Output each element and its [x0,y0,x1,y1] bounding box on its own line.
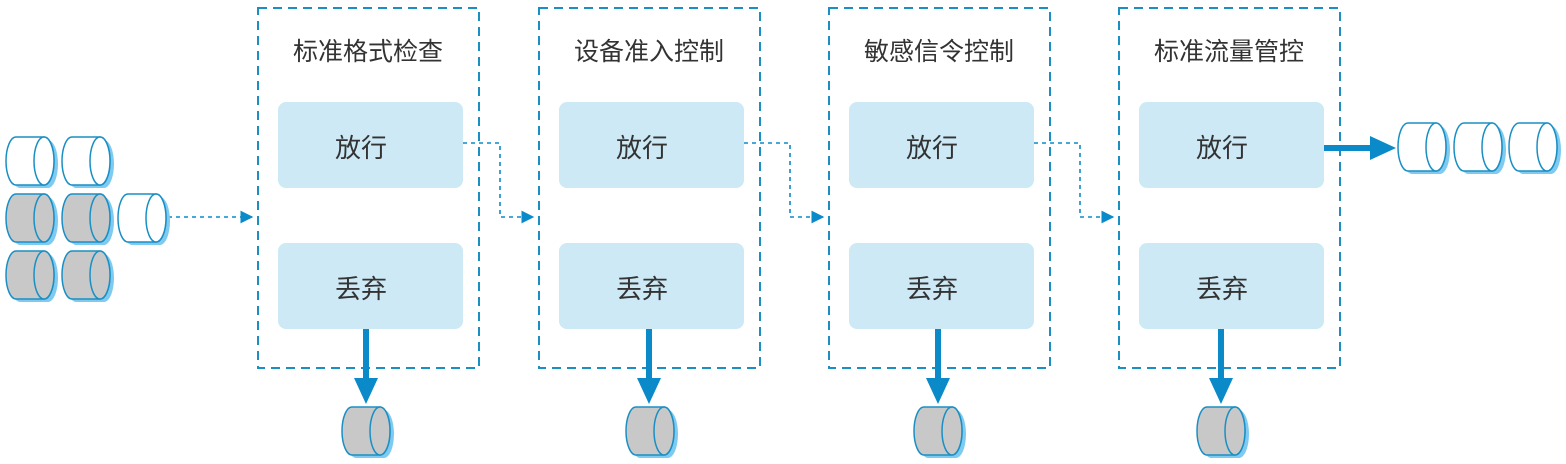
stage-2-pass-label: 放行 [616,134,668,164]
packets-layer [5,122,1561,458]
input-packet [5,250,58,302]
stage-3-drop-label: 丢弃 [906,275,958,305]
input-packet [5,136,58,188]
stage-1-drop-label: 丢弃 [335,275,387,305]
stage-2: 设备准入控制 放行 丢弃 [538,7,761,369]
dropped-packet [625,406,678,458]
output-packet [1453,122,1506,174]
stage-1-title: 标准格式检查 [293,37,443,66]
input-packet [61,193,114,245]
input-packet [5,193,58,245]
output-packet [1508,122,1561,174]
stage-4-pass-box [1139,102,1324,188]
stage-1: 标准格式检查 放行 丢弃 [257,7,480,369]
stage-2-drop-box [559,243,744,329]
stage-4-drop-box [1139,243,1324,329]
output-packet [1397,122,1450,174]
stage-1-pass-label: 放行 [335,134,387,164]
dropped-packet [1196,406,1249,458]
stage-3-pass-box [849,102,1034,188]
stage-1-drop-arrow [354,329,378,404]
stage-2-drop-arrow [637,329,661,404]
stage-1-to-stage-2-arrow [463,142,535,224]
stage-3-drop-box [849,243,1034,329]
stage-3-title: 敏感信令控制 [864,37,1014,66]
stage-2-title: 设备准入控制 [574,37,724,66]
stage-3-pass-label: 放行 [906,134,958,164]
stage-4-border [1118,7,1341,369]
input-packet [117,193,170,245]
stage-4-drop-arrow [1209,329,1233,404]
stage-4-title: 标准流量管控 [1154,37,1304,66]
stage-3-to-stage-4-arrow [1034,142,1115,224]
stage-3-drop-arrow [926,329,950,404]
stage-1-drop-box [278,243,463,329]
stage-4: 标准流量管控 放行 丢弃 [1118,7,1341,369]
stage-1-pass-box [278,102,463,188]
output-arrow [1324,136,1396,160]
input-packet [61,136,114,188]
stage-4-pass-label: 放行 [1196,134,1248,164]
stage-2-drop-label: 丢弃 [616,275,668,305]
stage-2-pass-box [559,102,744,188]
input-packet [61,250,114,302]
stage-2-to-stage-3-arrow [744,142,825,224]
dropped-packet [341,406,394,458]
stage-4-drop-label: 丢弃 [1196,275,1248,305]
dropped-packet [913,406,966,458]
stage-3: 敏感信令控制 放行 丢弃 [828,7,1051,369]
